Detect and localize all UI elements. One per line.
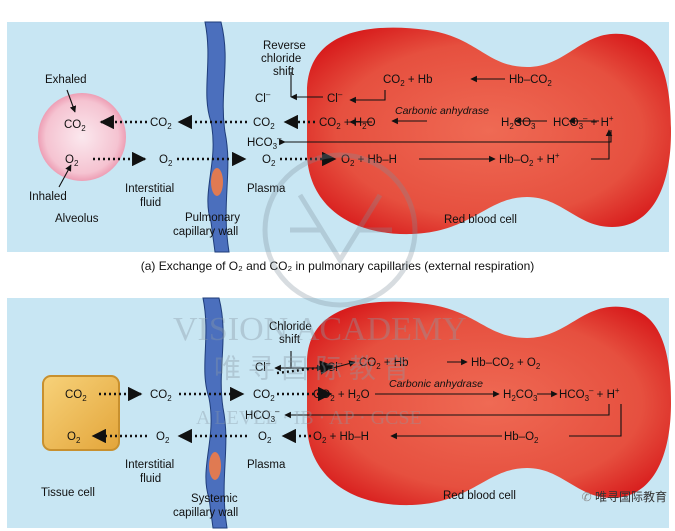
capillary-wall-shape — [204, 21, 230, 253]
label-co2-plasma: CO2 — [253, 117, 275, 131]
label-reverse-line1: Reverse — [263, 40, 306, 52]
diagram-external-respiration: CO2 O2 CO2 O2 CO2 O2 Cl– Cl– HCO3– CO2 +… — [29, 21, 671, 253]
alveolus-shape — [38, 93, 126, 181]
label-hco3-h: HCO3– + H+ — [553, 114, 614, 131]
label-carbonic-anhydrase: Carbonic anhydrase — [395, 105, 489, 117]
label-rbc: Red blood cell — [444, 214, 517, 226]
panel-external-respiration: CO2 O2 CO2 O2 CO2 O2 Cl– Cl– HCO3– CO2 +… — [7, 21, 671, 253]
label-plasma: Plasma — [247, 459, 286, 471]
label-h2co3: H2CO3 — [503, 389, 538, 403]
label-interstitial-line2: fluid — [140, 197, 161, 209]
label-co2-plasma: CO2 — [253, 389, 275, 403]
label-co2-h2o: CO2 + H2O — [313, 389, 370, 403]
label-co2-interstitial: CO2 — [150, 117, 172, 131]
label-o2-interstitial: O2 — [156, 431, 170, 445]
label-capwall-line1: Pulmonary — [185, 212, 240, 224]
label-reverse-line3: shift — [273, 66, 295, 78]
label-hb-co2: Hb–CO2 — [509, 74, 552, 88]
label-rbc: Red blood cell — [443, 490, 516, 502]
label-co2-tissue: CO2 — [65, 389, 87, 403]
capillary-wall-shape — [202, 297, 228, 529]
label-hb-co2-o2: Hb–CO2 + O2 — [471, 357, 541, 371]
label-reverse-line2: chloride — [261, 53, 301, 65]
label-hco3-plasma: HCO3– — [245, 407, 280, 424]
label-carbonic-anhydrase: Carbonic anhydrase — [389, 378, 483, 390]
label-co2-hb: CO2 + Hb — [359, 357, 409, 371]
wechat-credit: ✆ 唯寻国际教育 — [582, 488, 667, 505]
label-capwall-line2: capillary wall — [173, 226, 238, 238]
wechat-icon: ✆ — [581, 490, 595, 504]
label-alveolus: Alveolus — [55, 213, 99, 225]
label-h2co3: H2CO3 — [501, 117, 536, 131]
label-o2-interstitial: O2 — [159, 154, 173, 168]
label-chloride-line1: Chloride — [269, 321, 312, 333]
label-interstitial-line1: Interstitial — [125, 459, 174, 471]
label-cl-plasma: Cl– — [255, 90, 271, 105]
caption-panel-a: (a) Exchange of O₂ and CO₂ in pulmonary … — [140, 259, 535, 273]
label-hbo2-h: Hb–O2 + H+ — [499, 151, 560, 168]
diagram-internal-respiration: CO2 O2 CO2 O2 CO2 O2 Cl– Cl– HCO3– CO2 +… — [41, 297, 671, 529]
tissue-cell-shape — [42, 375, 120, 451]
label-co2-interstitial: CO2 — [150, 389, 172, 403]
panel-internal-respiration: CO2 O2 CO2 O2 CO2 O2 Cl– Cl– HCO3– CO2 +… — [7, 297, 671, 529]
label-o2-plasma: O2 — [262, 154, 276, 168]
label-capwall-line2: capillary wall — [173, 507, 238, 519]
label-hb-o2: Hb–O2 — [504, 431, 539, 445]
label-cl-plasma: Cl– — [255, 359, 271, 374]
label-chloride-line2: shift — [279, 334, 301, 346]
label-plasma: Plasma — [247, 183, 286, 195]
capillary-cell-nucleus — [211, 168, 223, 196]
label-co2-hb: CO2 + Hb — [383, 74, 433, 88]
label-capwall-line1: Systemic — [191, 493, 238, 505]
label-o2-plasma: O2 — [258, 431, 272, 445]
label-inhaled: Inhaled — [29, 191, 67, 203]
label-tissue-cell: Tissue cell — [41, 487, 95, 499]
label-co2-alveolus: CO2 — [64, 119, 86, 133]
label-o2-hbh: O2 + Hb–H — [313, 431, 369, 445]
red-blood-cell-shape — [307, 301, 671, 506]
label-o2-hbh: O2 + Hb–H — [341, 154, 397, 168]
label-interstitial-line1: Interstitial — [125, 183, 174, 195]
wechat-label: 唯寻国际教育 — [594, 490, 667, 504]
label-hco3-h: HCO3– + H+ — [559, 386, 620, 403]
label-co2-h2o: CO2 + H2O — [319, 117, 376, 131]
label-exhaled: Exhaled — [45, 74, 87, 86]
red-blood-cell-shape — [307, 27, 671, 235]
capillary-cell-nucleus — [209, 452, 221, 480]
label-hco3-plasma: HCO3– — [247, 134, 282, 151]
label-interstitial-line2: fluid — [140, 473, 161, 485]
